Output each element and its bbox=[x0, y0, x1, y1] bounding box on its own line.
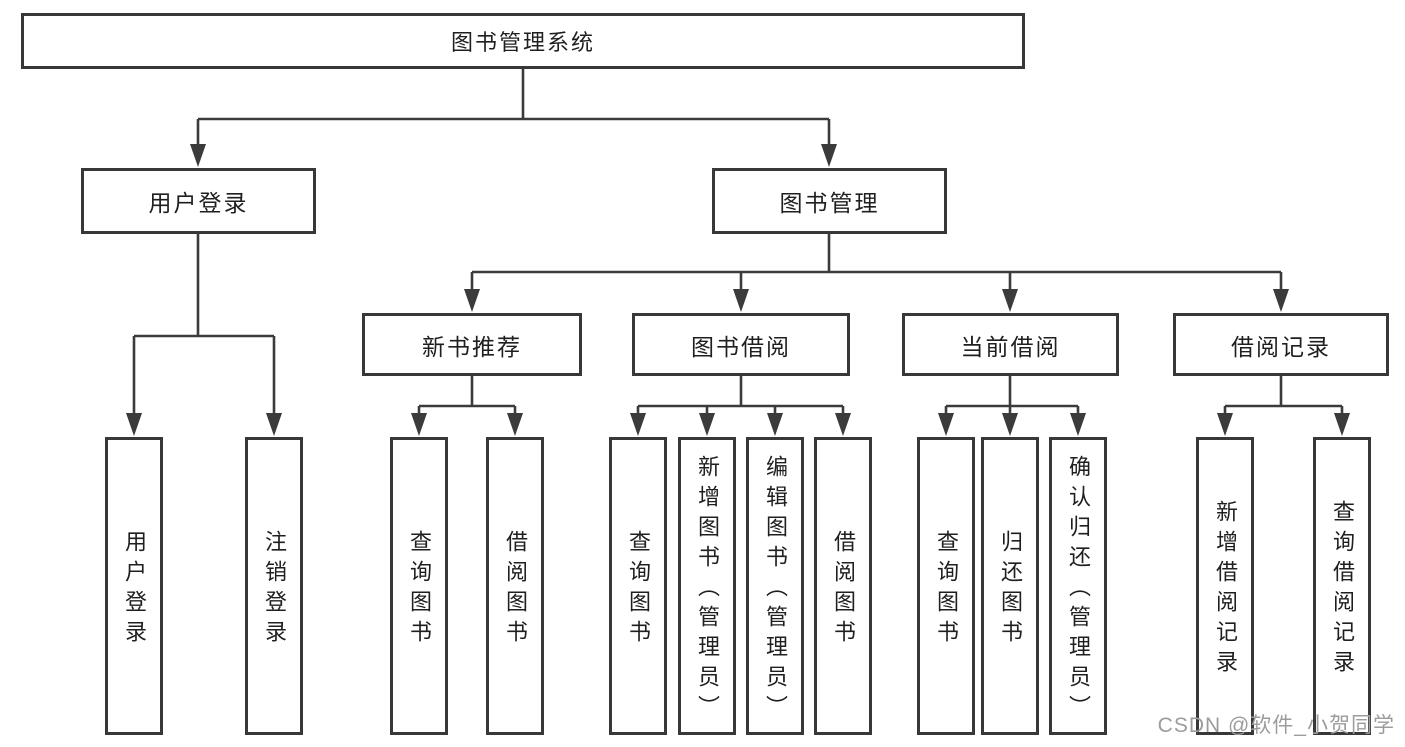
leaf-user-login: 用户登录 bbox=[105, 437, 163, 735]
arrow-down-icon bbox=[411, 413, 427, 436]
node-label: 用户登录 bbox=[148, 190, 249, 216]
node-label: 图书借阅 bbox=[691, 333, 791, 360]
arrow-down-icon bbox=[266, 413, 282, 436]
leaf-label: 新增图书（管理员） bbox=[695, 455, 720, 725]
node-current-borrowing: 当前借阅 bbox=[902, 313, 1119, 376]
node-user-login-branch: 用户登录 bbox=[81, 168, 316, 234]
leaf-label: 归还图书 bbox=[998, 530, 1023, 650]
arrow-down-icon bbox=[126, 413, 142, 436]
arrow-down-icon bbox=[190, 144, 206, 167]
arrow-down-icon bbox=[733, 289, 749, 312]
node-label: 图书管理 bbox=[779, 190, 880, 216]
leaf-add-borrow-record: 新增借阅记录 bbox=[1196, 437, 1254, 735]
arrow-down-icon bbox=[835, 413, 851, 436]
leaf-label: 确认归还（管理员） bbox=[1066, 455, 1091, 725]
leaf-label: 查询图书 bbox=[934, 530, 959, 650]
leaf-label: 注销登录 bbox=[262, 530, 287, 650]
node-label: 图书管理系统 bbox=[450, 30, 595, 55]
arrow-down-icon bbox=[507, 413, 523, 436]
leaf-borrow-books-borrowing: 借阅图书 bbox=[814, 437, 872, 735]
arrow-down-icon bbox=[1002, 413, 1018, 436]
csdn-watermark: CSDN @软件_小贺同学 bbox=[1157, 714, 1395, 737]
node-label: 新书推荐 bbox=[422, 333, 522, 360]
leaf-label: 新增借阅记录 bbox=[1213, 500, 1238, 680]
leaf-label: 借阅图书 bbox=[831, 530, 856, 650]
leaf-add-book-admin: 新增图书（管理员） bbox=[678, 437, 736, 735]
node-borrowing-records: 借阅记录 bbox=[1173, 313, 1389, 376]
leaf-query-books-current: 查询图书 bbox=[917, 437, 975, 735]
arrow-down-icon bbox=[1273, 289, 1289, 312]
arrow-down-icon bbox=[1334, 413, 1350, 436]
leaf-label: 查询借阅记录 bbox=[1330, 500, 1355, 680]
leaf-edit-book-admin: 编辑图书（管理员） bbox=[746, 437, 804, 735]
arrow-down-icon bbox=[938, 413, 954, 436]
leaf-label: 编辑图书（管理员） bbox=[763, 455, 788, 725]
node-book-borrowing: 图书借阅 bbox=[632, 313, 850, 376]
arrow-down-icon bbox=[821, 144, 837, 167]
arrow-down-icon bbox=[1070, 413, 1086, 436]
leaf-confirm-return-admin: 确认归还（管理员） bbox=[1049, 437, 1107, 735]
leaf-borrow-books-recommend: 借阅图书 bbox=[486, 437, 544, 735]
leaf-label: 用户登录 bbox=[122, 530, 147, 650]
node-new-book-recommend: 新书推荐 bbox=[362, 313, 582, 376]
arrow-down-icon bbox=[1002, 289, 1018, 312]
arrow-down-icon bbox=[699, 413, 715, 436]
arrow-down-icon bbox=[464, 289, 480, 312]
node-book-management: 图书管理 bbox=[712, 168, 947, 234]
arrow-down-icon bbox=[767, 413, 783, 436]
leaf-label: 查询图书 bbox=[407, 530, 432, 650]
leaf-logout: 注销登录 bbox=[245, 437, 303, 735]
arrow-down-icon bbox=[630, 413, 646, 436]
leaf-label: 查询图书 bbox=[626, 530, 651, 650]
leaf-query-borrow-record: 查询借阅记录 bbox=[1313, 437, 1371, 735]
arrow-down-icon bbox=[1217, 413, 1233, 436]
node-system-root: 图书管理系统 bbox=[21, 13, 1025, 69]
node-label: 当前借阅 bbox=[960, 333, 1061, 360]
leaf-return-book: 归还图书 bbox=[981, 437, 1039, 735]
node-label: 借阅记录 bbox=[1231, 333, 1331, 360]
leaf-query-books-borrowing: 查询图书 bbox=[609, 437, 667, 735]
leaf-label: 借阅图书 bbox=[503, 530, 528, 650]
leaf-query-books-recommend: 查询图书 bbox=[390, 437, 448, 735]
